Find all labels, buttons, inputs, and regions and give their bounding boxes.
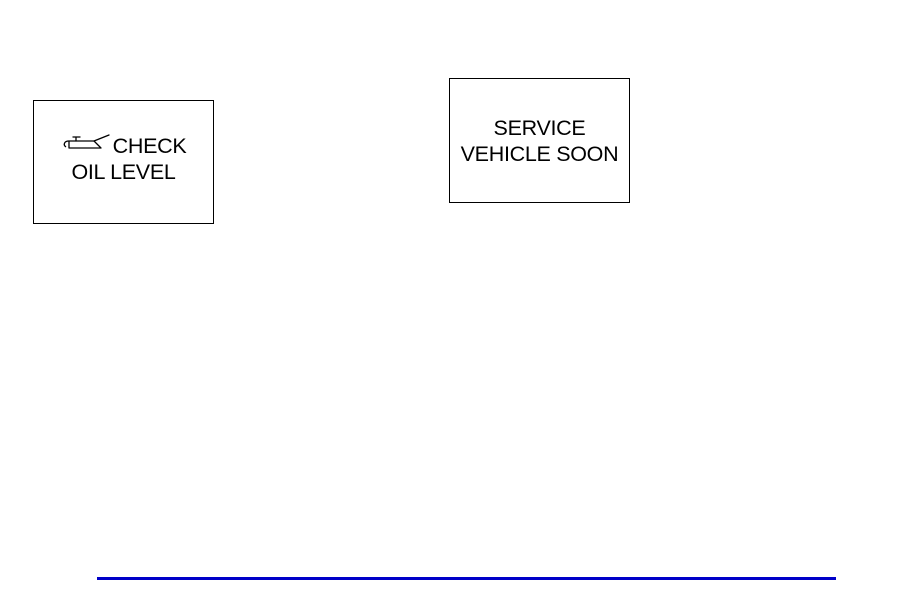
check-oil-level-indicator: CHECK OIL LEVEL	[33, 100, 214, 224]
oil-can-icon	[61, 132, 111, 154]
check-oil-row: CHECK	[61, 133, 187, 159]
oil-level-label: OIL LEVEL	[71, 159, 175, 185]
footer-rule	[97, 577, 836, 580]
check-label: CHECK	[113, 133, 187, 159]
vehicle-soon-label: VEHICLE SOON	[461, 141, 619, 167]
service-label: SERVICE	[494, 115, 586, 141]
service-vehicle-soon-indicator: SERVICE VEHICLE SOON	[449, 78, 630, 203]
